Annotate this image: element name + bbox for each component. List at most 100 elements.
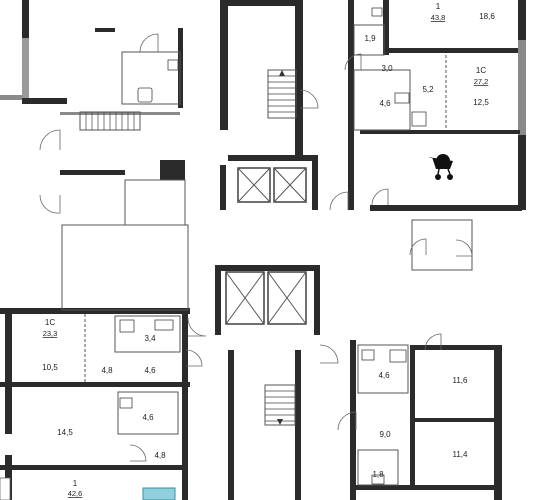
door-swing — [371, 188, 389, 206]
room-area: 3,0 — [381, 64, 393, 73]
wall — [494, 345, 502, 500]
door-swing — [424, 333, 442, 351]
wall — [295, 350, 301, 500]
doors — [39, 33, 473, 462]
wall — [5, 455, 12, 500]
door-swing — [139, 33, 159, 53]
shaft-cross — [225, 271, 265, 325]
door-swing — [329, 191, 349, 211]
wall — [312, 160, 318, 210]
toilet — [371, 474, 385, 485]
wall — [220, 165, 226, 210]
room-area: 12,5 — [473, 98, 489, 107]
unit-area: 27,2 — [474, 77, 489, 86]
door-swing — [337, 411, 357, 431]
wall — [410, 345, 415, 485]
room-area: 9,0 — [379, 430, 391, 439]
partition — [353, 24, 385, 56]
room-area: 4,8 — [154, 451, 166, 460]
partition — [61, 224, 189, 311]
wall — [348, 0, 354, 210]
door-swing — [39, 194, 61, 214]
room-area: 4,6 — [144, 366, 156, 375]
labels: 1 43,8 18,6 1,9 3,0 5,2 4,6 1С 27,2 12,5… — [42, 2, 495, 498]
room-area: 18,6 — [479, 12, 495, 21]
wall — [518, 135, 526, 210]
room-area: 4,6 — [142, 413, 154, 422]
bathtub — [389, 349, 407, 363]
door-swing — [39, 129, 61, 151]
wall — [360, 130, 520, 134]
shaft-cross — [267, 271, 307, 325]
wall — [220, 0, 303, 6]
wall — [350, 340, 356, 500]
balcony-highlight — [142, 487, 176, 500]
partition — [411, 219, 473, 271]
bathtub — [137, 87, 153, 103]
wall — [220, 0, 228, 130]
room-area: 4,6 — [379, 99, 391, 108]
wall — [228, 350, 234, 500]
wall — [389, 48, 525, 53]
room-area: 14,5 — [57, 428, 73, 437]
room-area: 10,5 — [42, 363, 58, 372]
shaft-cross — [273, 167, 307, 203]
wall — [60, 170, 125, 175]
door-swing — [319, 344, 339, 364]
door-swing — [344, 53, 362, 71]
wall — [228, 155, 318, 161]
partition — [117, 391, 179, 435]
door-swing — [299, 89, 319, 109]
wall — [5, 314, 12, 434]
shaft-cross — [237, 167, 271, 203]
unit-area: 23,3 — [43, 329, 58, 338]
partition — [357, 449, 399, 486]
wall — [415, 418, 495, 422]
partition — [357, 344, 409, 394]
wall — [0, 95, 22, 100]
wall — [314, 265, 320, 335]
bathtub — [411, 111, 427, 127]
wall — [518, 0, 526, 40]
door-swing — [409, 238, 427, 256]
wall — [22, 98, 67, 104]
stroller-icon — [428, 154, 453, 180]
sink — [371, 7, 383, 17]
window — [0, 477, 11, 500]
partition — [124, 179, 186, 226]
sink — [167, 59, 179, 71]
partition — [121, 51, 181, 105]
door-swing — [187, 317, 207, 337]
stairs — [79, 69, 297, 426]
wall — [0, 308, 190, 314]
wall — [0, 382, 190, 387]
bathtub — [154, 319, 174, 331]
sink — [119, 319, 135, 333]
arrow-up-icon — [279, 70, 285, 76]
door-swing — [185, 349, 203, 367]
elevator-shafts — [225, 167, 307, 325]
room-area: 4,6 — [378, 371, 390, 380]
wall — [215, 265, 320, 271]
wall — [22, 38, 29, 98]
wall — [22, 0, 29, 38]
wall — [356, 485, 494, 490]
room-area: 1,9 — [364, 34, 376, 43]
room-area: 11,4 — [453, 450, 469, 459]
wall — [60, 112, 180, 115]
wall — [0, 465, 182, 470]
partition — [114, 315, 181, 353]
room-area: 5,2 — [422, 85, 434, 94]
unit-label: 1С — [476, 66, 486, 75]
sink — [361, 349, 375, 361]
wall — [160, 160, 185, 180]
door-swing — [129, 444, 147, 462]
wall — [518, 40, 526, 135]
room-area: 3,4 — [144, 334, 156, 343]
arrow-down-icon — [277, 419, 283, 425]
unit-label: 1 — [73, 479, 78, 488]
partitions — [61, 24, 473, 486]
unit-area: 42,6 — [68, 489, 83, 498]
wall — [295, 0, 303, 155]
